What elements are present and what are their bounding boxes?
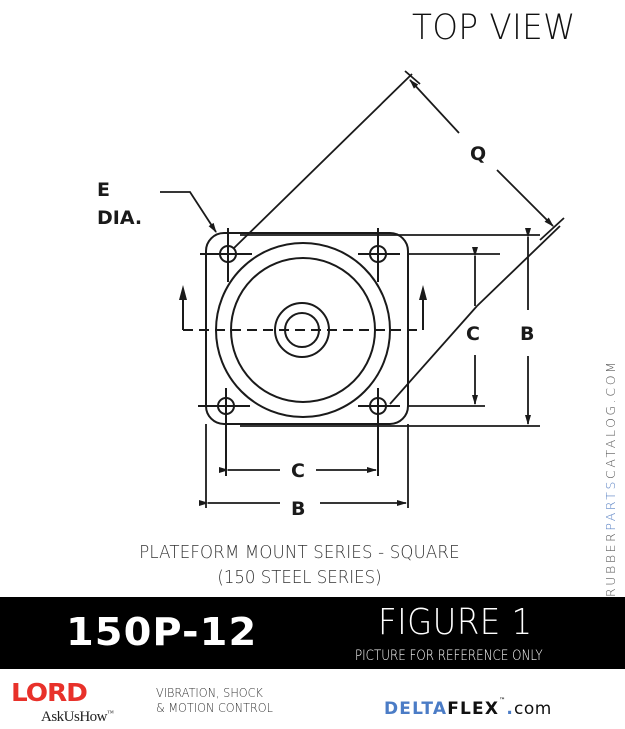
title-banner: [0, 597, 625, 669]
deltaflex-flex: FLEX: [447, 699, 500, 719]
label-dia: DIA.: [97, 207, 142, 229]
label-e: E: [97, 179, 110, 201]
deltaflex-trademark: ™: [499, 697, 507, 704]
caption-series: PLATEFORM MOUNT SERIES - SQUARE: [139, 542, 460, 563]
watermark-part2: PARTS: [603, 478, 618, 531]
figure-label: FIGURE 1: [378, 602, 533, 643]
label-c-horizontal: C: [291, 460, 305, 482]
label-b-horizontal: B: [291, 498, 305, 520]
label-q: Q: [470, 143, 486, 165]
trademark-symbol: ™: [107, 709, 114, 717]
reference-note: PICTURE FOR REFERENCE ONLY: [355, 648, 543, 664]
watermark-part1: RUBBER: [603, 530, 618, 597]
watermark-part4: .COM: [603, 359, 618, 404]
deltaflex-com: com: [514, 699, 552, 719]
deltaflex-delta: DELTA: [384, 699, 448, 719]
slogan-line2: & MOTION CONTROL: [156, 700, 273, 715]
lord-tagline: AskUsHow™: [41, 704, 114, 726]
slogan-line1: VIBRATION, SHOCK: [156, 685, 263, 700]
label-c-vertical: C: [466, 323, 480, 345]
lord-logo: LORD: [11, 678, 88, 707]
part-number: 150P-12: [66, 610, 258, 654]
watermark-part3: CATALOG: [603, 403, 618, 479]
technical-drawing: E DIA. Q C B C B: [97, 70, 565, 520]
lord-tagline-text: AskUsHow: [41, 709, 108, 725]
view-title: TOP VIEW: [412, 8, 576, 48]
side-watermark: RUBBERPARTSCATALOG.COM: [603, 359, 619, 597]
deltaflex-dot: .: [506, 699, 515, 719]
deltaflex-logo: DELTAFLEX™.com: [384, 690, 552, 720]
caption-subseries: (150 STEEL SERIES): [217, 567, 382, 588]
mount-base-plate: [205, 232, 409, 425]
slogan: VIBRATION, SHOCK & MOTION CONTROL: [156, 685, 273, 715]
label-b-vertical: B: [520, 323, 534, 345]
